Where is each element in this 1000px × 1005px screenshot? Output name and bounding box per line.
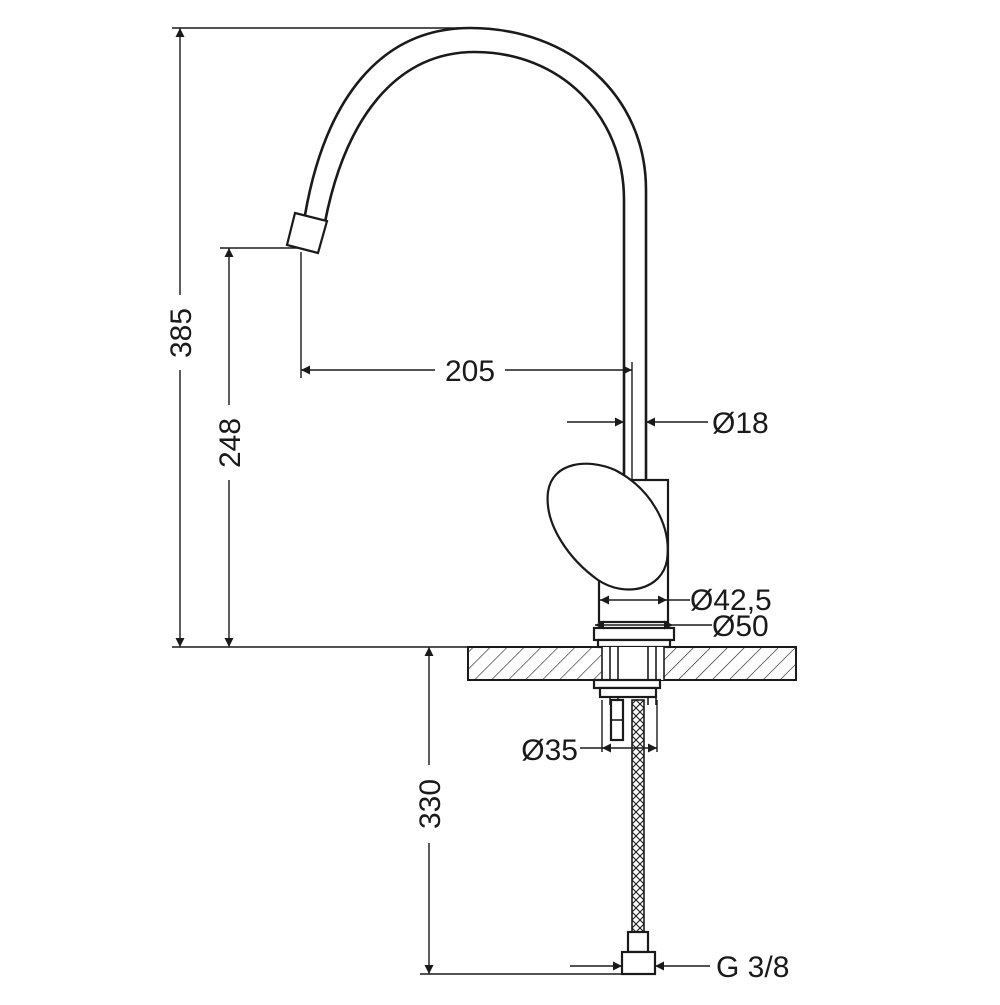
hose-ferrule [626, 930, 650, 954]
countertop [467, 646, 797, 681]
aerator-tip [285, 211, 329, 255]
dimension-spout-diameter: Ø18 [567, 407, 769, 440]
base-ring-lower [596, 638, 672, 649]
dimension-connection-thread: G 3/8 [570, 951, 789, 984]
faucet [285, 26, 676, 649]
body-diameter-label: Ø42,5 [690, 584, 772, 617]
hose-connector-nut [620, 950, 657, 976]
spout-reach-label: 205 [445, 355, 495, 388]
fixing-nut [598, 686, 658, 699]
spout-inner-line [323, 50, 626, 480]
countertop-cutout [602, 647, 664, 680]
braided-hose [631, 699, 645, 933]
base-diameter-label: Ø50 [712, 610, 769, 643]
mounting-hardware [592, 647, 662, 976]
lever-handle [546, 462, 669, 591]
dimension-shank-diameter: Ø35 [521, 700, 658, 767]
hose-length-label: 330 [414, 779, 447, 829]
dimension-spout-reach: 205 [300, 252, 633, 480]
shank-diameter-label: Ø35 [521, 734, 578, 767]
spout-diameter-label: Ø18 [712, 407, 769, 440]
dimension-hose-length: 330 [414, 647, 622, 975]
dimension-base-diameter: Ø50 [595, 610, 769, 643]
total-height-label: 385 [165, 308, 198, 358]
dimension-spout-height: 248 [214, 247, 300, 647]
fixing-plate [592, 678, 662, 690]
spout-height-label: 248 [214, 418, 247, 468]
spout-outer-line [303, 26, 648, 480]
connection-thread-label: G 3/8 [716, 951, 789, 984]
dimension-body-diameter: Ø42,5 [600, 584, 772, 617]
dimension-total-height: 385 [165, 27, 470, 648]
base-ring [592, 626, 676, 642]
